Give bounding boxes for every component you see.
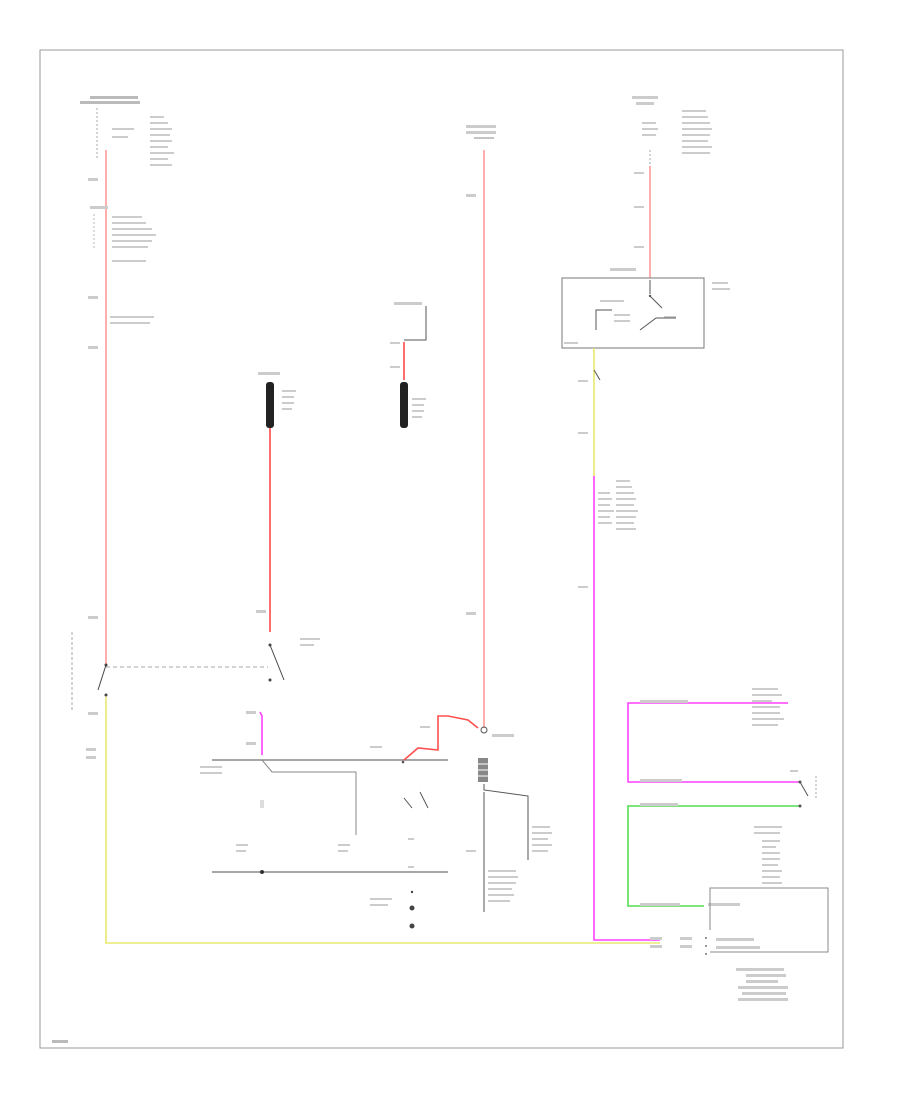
starter-solenoid — [200, 759, 448, 874]
generator-circuit — [390, 302, 427, 428]
generator-lead — [404, 306, 427, 341]
battery-terminal-icon — [480, 726, 514, 737]
starter-circuit — [200, 372, 448, 929]
fuse-icon — [96, 108, 134, 160]
relay-circuit — [561, 96, 730, 941]
left-feed-circuit — [71, 96, 660, 944]
fusible-link-icon — [266, 382, 274, 428]
pnp-switch-circuit — [627, 688, 829, 1001]
relay-feed-note — [598, 480, 638, 530]
footer-code — [52, 1040, 68, 1043]
fuse-block-label-2 — [80, 101, 140, 104]
magenta-wire-starter — [259, 711, 263, 755]
pnp-switch-note — [754, 826, 782, 884]
fuse-block-label — [90, 96, 138, 99]
pnp-note — [752, 688, 784, 726]
starter-relay-switch-icon — [268, 638, 320, 682]
pcm-connector — [650, 887, 829, 955]
magenta-wire-pcm-feed — [593, 476, 660, 941]
fusible-link-note — [282, 390, 296, 410]
diagram-frame — [39, 49, 844, 1049]
battery-icon — [478, 758, 488, 782]
ground-note — [466, 826, 552, 902]
neutral-safety-switch — [71, 616, 268, 715]
battery-ground — [483, 784, 529, 860]
pcm-label — [736, 968, 788, 1001]
connector-note — [90, 206, 156, 262]
splice-note — [110, 316, 154, 324]
relay-box — [561, 268, 730, 349]
generator-fusible-link-icon — [400, 382, 408, 428]
magenta-wire-pnp — [627, 702, 800, 783]
relay-fuse-note — [642, 110, 712, 154]
green-wire-pnp — [627, 805, 800, 907]
pnp-switch-icon — [790, 770, 817, 808]
battery-circuit — [370, 125, 552, 912]
red-wire-battery — [403, 715, 479, 761]
yellow-wire-bottom — [105, 697, 660, 944]
fuse-block-note — [150, 116, 174, 166]
starter-motor — [370, 890, 415, 929]
